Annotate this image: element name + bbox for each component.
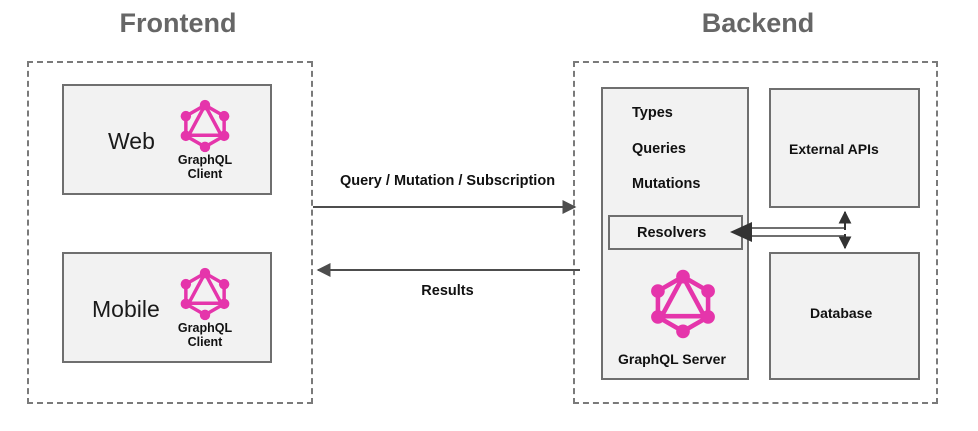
database-label: Database xyxy=(810,305,873,321)
external-apis-box[interactable] xyxy=(769,88,920,208)
server-item-mutations: Mutations xyxy=(632,176,701,192)
graphql-server-caption: GraphQL Server xyxy=(618,351,726,367)
request-edge-label: Query / Mutation / Subscription xyxy=(339,173,556,189)
backend-group-boundary xyxy=(573,61,938,404)
graphql-logo-icon xyxy=(645,266,721,347)
response-edge-label: Results xyxy=(421,283,474,299)
resolvers-box[interactable] xyxy=(608,215,743,250)
external-apis-label: External APIs xyxy=(789,141,879,157)
backend-group-title: Backend xyxy=(701,8,815,38)
graphql-logo-icon xyxy=(176,97,234,160)
mobile-client-label: Mobile xyxy=(92,296,160,322)
database-box[interactable] xyxy=(769,252,920,380)
web-client-logo-caption: GraphQL Client xyxy=(177,153,233,181)
graphql-logo-icon xyxy=(176,265,234,328)
web-client-box[interactable] xyxy=(62,84,272,195)
frontend-group-title: Frontend xyxy=(119,8,237,38)
server-item-types: Types xyxy=(632,105,673,121)
server-item-queries: Queries xyxy=(632,141,686,157)
mobile-client-logo-caption: GraphQL Client xyxy=(177,321,233,349)
frontend-group-boundary xyxy=(27,61,313,404)
mobile-client-box[interactable] xyxy=(62,252,272,363)
resolvers-label: Resolvers xyxy=(637,225,707,241)
web-client-label: Web xyxy=(108,128,155,154)
